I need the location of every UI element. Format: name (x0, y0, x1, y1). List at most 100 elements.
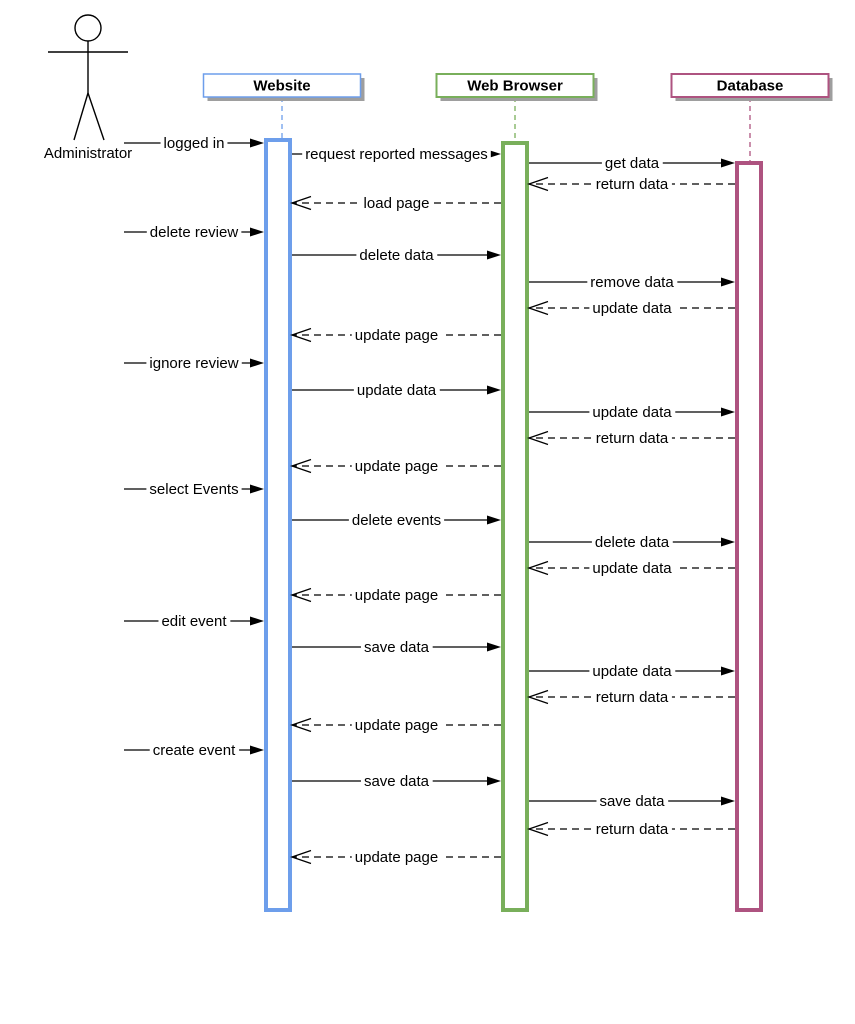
message-label: create event (153, 742, 236, 759)
lifeline-label-browser: Web Browser (467, 78, 563, 95)
message-label: update page (355, 717, 438, 734)
message-8-remove-data: remove data (529, 274, 735, 291)
arrowhead-open-icon (289, 458, 312, 474)
arrowhead-open-icon (526, 430, 549, 446)
arrowhead-filled-icon (487, 250, 501, 260)
message-label-bg (351, 718, 442, 733)
message-label-bg (351, 588, 442, 603)
arrowhead-filled-icon (721, 666, 735, 676)
message-label: save data (364, 639, 430, 656)
message-label: return data (596, 821, 669, 838)
message-label: delete review (150, 224, 239, 241)
message-label-bg (589, 405, 676, 420)
activation-bar-browser (501, 141, 529, 912)
message-label: update page (355, 458, 438, 475)
message-14-return-data: return data (526, 430, 735, 447)
message-label-bg (146, 482, 242, 497)
message-label-bg (149, 743, 240, 758)
message-20-update-page: update page (289, 587, 501, 604)
message-label: return data (596, 689, 669, 706)
message-18-delete-data: delete data (529, 534, 735, 551)
message-label: edit event (161, 613, 227, 630)
message-label: save data (599, 793, 665, 810)
arrowhead-open-icon (289, 849, 312, 865)
message-25-update-page: update page (289, 717, 501, 734)
message-label: get data (605, 155, 660, 172)
arrowhead-filled-icon (487, 385, 501, 395)
activation-bar-database (735, 161, 763, 912)
lifeline-header-database (670, 73, 830, 98)
message-13-update-data: update data (529, 404, 735, 421)
arrowhead-open-icon (526, 300, 549, 316)
arrowhead-filled-icon (250, 227, 264, 237)
message-24-return-data: return data (526, 689, 735, 706)
actor-label: Administrator (44, 145, 132, 162)
message-2-request-reported-messages: request reported messages (292, 146, 501, 163)
message-10-update-page: update page (289, 327, 501, 344)
message-label-bg (160, 136, 228, 151)
message-label-bg (356, 248, 438, 263)
message-11-ignore-review: ignore review (124, 355, 264, 372)
message-label-bg (351, 850, 442, 865)
message-label: update page (355, 849, 438, 866)
arrowhead-open-icon (526, 689, 549, 705)
message-23-update-data: update data (529, 663, 735, 680)
message-label: update data (592, 300, 672, 317)
lifeline-database: Database (670, 73, 833, 912)
arrowhead-open-icon (526, 821, 549, 837)
lifeline-browser: Web Browser (435, 73, 598, 912)
message-27-save-data: save data (292, 773, 501, 790)
message-label-bg (601, 156, 663, 171)
arrowhead-filled-icon (721, 277, 735, 287)
lifeline-label-database: Database (717, 78, 784, 95)
message-label-bg (353, 383, 440, 398)
message-28-save-data: save data (529, 793, 735, 810)
message-22-save-data: save data (292, 639, 501, 656)
arrowhead-filled-icon (250, 616, 264, 626)
arrowhead-filled-icon (721, 796, 735, 806)
message-label-bg (592, 822, 672, 837)
actor-head-icon (74, 14, 102, 42)
message-15-update-page: update page (289, 458, 501, 475)
message-label-bg (158, 614, 231, 629)
message-30-update-page: update page (289, 849, 501, 866)
message-label-bg (146, 225, 242, 240)
message-label: delete data (595, 534, 670, 551)
message-label-bg (146, 356, 242, 371)
arrowhead-filled-icon (487, 642, 501, 652)
arrowhead-filled-icon (250, 484, 264, 494)
arrowhead-open-icon (526, 560, 549, 576)
message-26-create-event: create event (124, 742, 264, 759)
message-label-bg (592, 431, 672, 446)
message-label-bg (360, 774, 433, 789)
lifeline-header-browser (435, 73, 595, 98)
message-label-bg (596, 794, 669, 809)
message-5-load-page: load page (289, 195, 501, 212)
actor-administrator (48, 14, 128, 141)
arrowhead-open-icon (289, 327, 312, 343)
message-label: return data (596, 430, 669, 447)
message-3-get-data: get data (529, 155, 735, 172)
lifeline-label-website: Website (253, 78, 310, 95)
activation-bar-website (264, 138, 292, 912)
message-label: update page (355, 327, 438, 344)
message-12-update-data: update data (292, 382, 501, 399)
message-label: remove data (590, 274, 674, 291)
message-label: update data (592, 404, 672, 421)
message-label: update data (592, 560, 672, 577)
actor-right-leg-icon (87, 92, 105, 141)
message-label-bg (348, 513, 445, 528)
message-label: logged in (164, 135, 225, 152)
message-label-bg (592, 177, 672, 192)
message-label: load page (364, 195, 430, 212)
message-label: delete data (359, 247, 434, 264)
message-6-delete-review: delete review (124, 224, 264, 241)
message-label-bg (591, 535, 673, 550)
arrowhead-filled-icon (250, 138, 264, 148)
message-label: ignore review (149, 355, 238, 372)
lifeline-website: Website (202, 73, 365, 912)
message-label-bg (589, 664, 676, 679)
message-label-bg (589, 561, 676, 576)
message-label-bg (302, 147, 491, 162)
